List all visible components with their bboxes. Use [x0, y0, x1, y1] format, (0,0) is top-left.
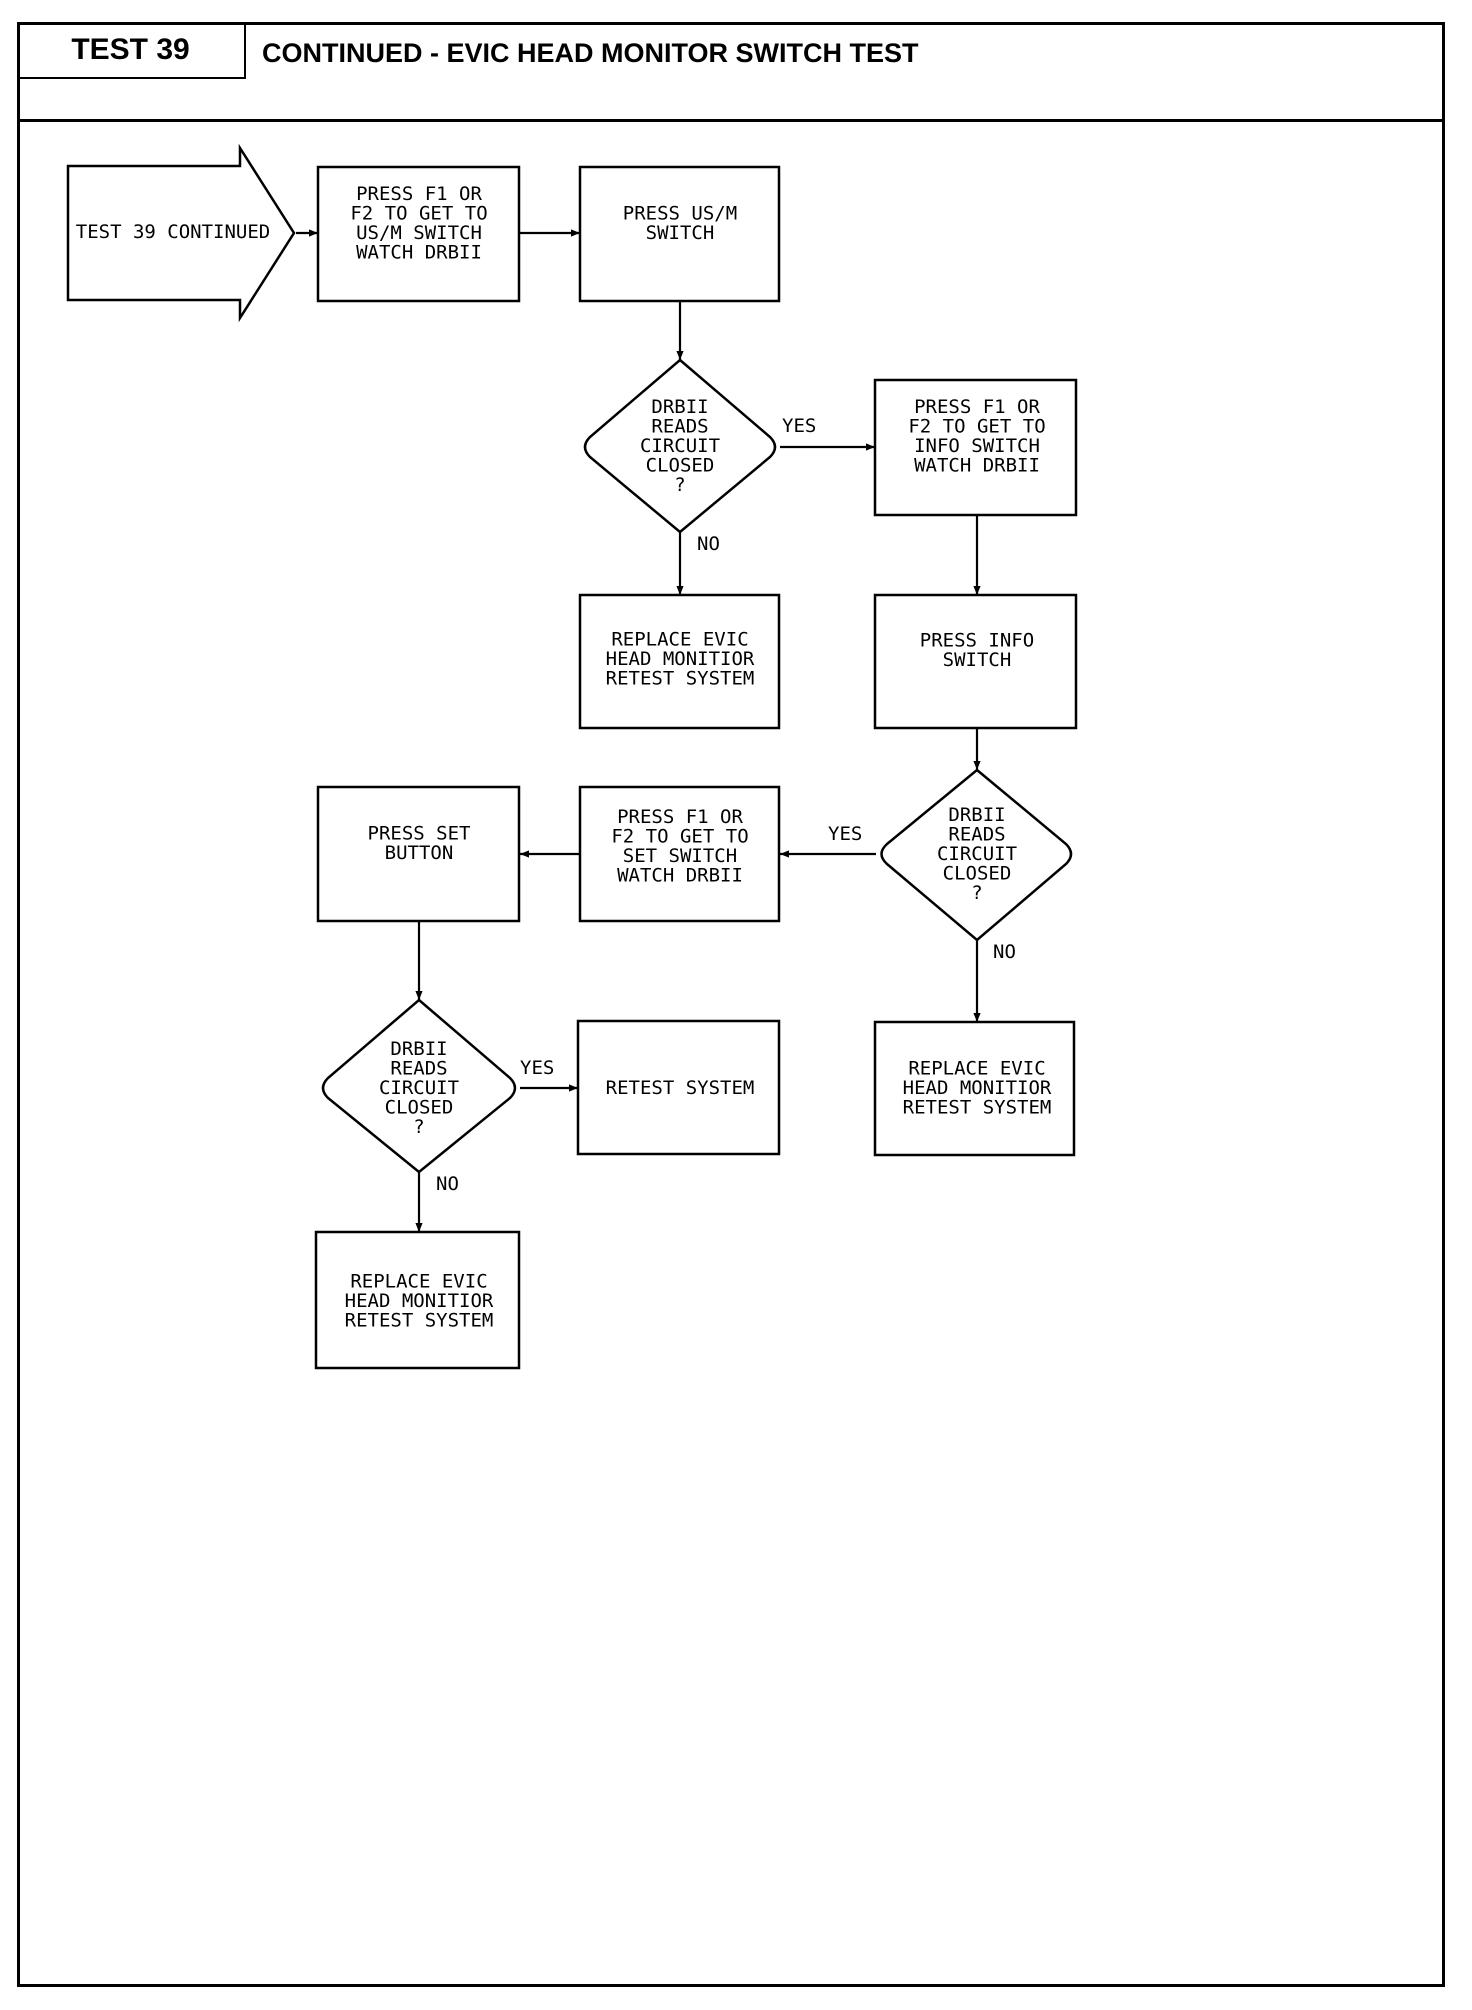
decision-diamond-d1 — [583, 358, 777, 534]
process-box-p3 — [873, 378, 1078, 517]
node-text-line: RETEST SYSTEM — [606, 668, 755, 690]
node-text-line: PRESS SET — [368, 822, 471, 844]
node-text-line: REPLACE EVIC — [611, 629, 748, 651]
node-text-start: TEST 39 CONTINUED — [76, 221, 270, 243]
result-box-rt — [576, 1019, 781, 1156]
node-text-line: ? — [971, 882, 982, 904]
node-text-line: PRESS US/M — [623, 202, 737, 224]
node-text-line: REPLACE EVIC — [908, 1058, 1045, 1080]
node-text-line: PRESS F1 OR — [617, 806, 743, 828]
node-text-line: SET SWITCH — [623, 845, 737, 867]
yes-label-1: YES — [782, 415, 816, 437]
page-frame — [17, 22, 1445, 1987]
node-text-line: PRESS F1 OR — [356, 183, 482, 205]
node-text-line: INFO SWITCH — [914, 435, 1040, 457]
yes-label-3: YES — [520, 1057, 554, 1079]
node-text-line: RETEST SYSTEM — [345, 1310, 494, 1332]
node-text-rt: RETEST SYSTEM — [606, 1077, 755, 1099]
process-box-p5 — [578, 785, 781, 923]
node-text-line: DRBII — [948, 804, 1005, 826]
result-box-r1 — [578, 593, 781, 730]
header-divider — [17, 119, 1445, 122]
yes-label-2: YES — [828, 823, 862, 845]
node-text-line: CIRCUIT — [640, 435, 720, 457]
page-title: CONTINUED - EVIC HEAD MONITOR SWITCH TES… — [262, 38, 919, 68]
no-label-2: NO — [993, 941, 1016, 963]
node-text-line: DRBII — [651, 396, 708, 418]
connectors — [296, 229, 981, 1232]
node-text-line: SWITCH — [943, 649, 1012, 671]
result-box-r2 — [873, 1020, 1076, 1157]
process-box-p2 — [578, 165, 781, 303]
decision-diamond-d2 — [880, 768, 1073, 942]
node-text-line: REPLACE EVIC — [350, 1271, 487, 1293]
node-text-line: TEST 39 CONTINUED — [76, 221, 270, 243]
node-text-line: HEAD MONITIOR — [903, 1077, 1052, 1099]
node-text-line: CLOSED — [385, 1097, 454, 1119]
process-box-p6 — [316, 785, 521, 923]
node-text-line: RETEST SYSTEM — [903, 1097, 1052, 1119]
node-text-line: HEAD MONITIOR — [606, 648, 755, 670]
process-box-p1 — [316, 165, 521, 303]
node-text-line: CLOSED — [943, 863, 1012, 885]
process-box-p4 — [873, 593, 1078, 730]
node-text-line: ? — [413, 1116, 424, 1138]
test-number: TEST 39 — [71, 32, 190, 66]
node-text-line: WATCH DRBII — [356, 241, 482, 263]
start-node — [66, 143, 296, 323]
no-label-1: NO — [697, 533, 720, 555]
test-number-box: TEST 39 — [17, 22, 246, 79]
node-text-line: READS — [390, 1058, 447, 1080]
node-text-line: US/M SWITCH — [356, 222, 482, 244]
no-label-3: NO — [436, 1173, 459, 1195]
result-box-r3 — [314, 1230, 521, 1370]
node-text-line: WATCH DRBII — [914, 454, 1040, 476]
node-text-line: SWITCH — [646, 222, 715, 244]
node-text-line: CIRCUIT — [379, 1077, 459, 1099]
node-text-line: CLOSED — [646, 455, 715, 477]
node-text-line: PRESS INFO — [920, 629, 1034, 651]
node-text-line: READS — [651, 416, 708, 438]
node-text-line: READS — [948, 824, 1005, 846]
node-text-line: WATCH DRBII — [617, 864, 743, 886]
decision-diamond-d3 — [321, 998, 517, 1174]
node-text-line: ? — [674, 474, 685, 496]
node-text-line: RETEST SYSTEM — [606, 1077, 755, 1099]
node-text-line: F2 TO GET TO — [611, 825, 748, 847]
node-text-line: F2 TO GET TO — [908, 415, 1045, 437]
node-text-line: BUTTON — [385, 842, 454, 864]
node-text-line: F2 TO GET TO — [350, 202, 487, 224]
node-text-line: CIRCUIT — [937, 843, 1017, 865]
node-text-line: PRESS F1 OR — [914, 396, 1040, 418]
node-text-line: DRBII — [390, 1038, 447, 1060]
node-text-line: HEAD MONITIOR — [345, 1290, 494, 1312]
